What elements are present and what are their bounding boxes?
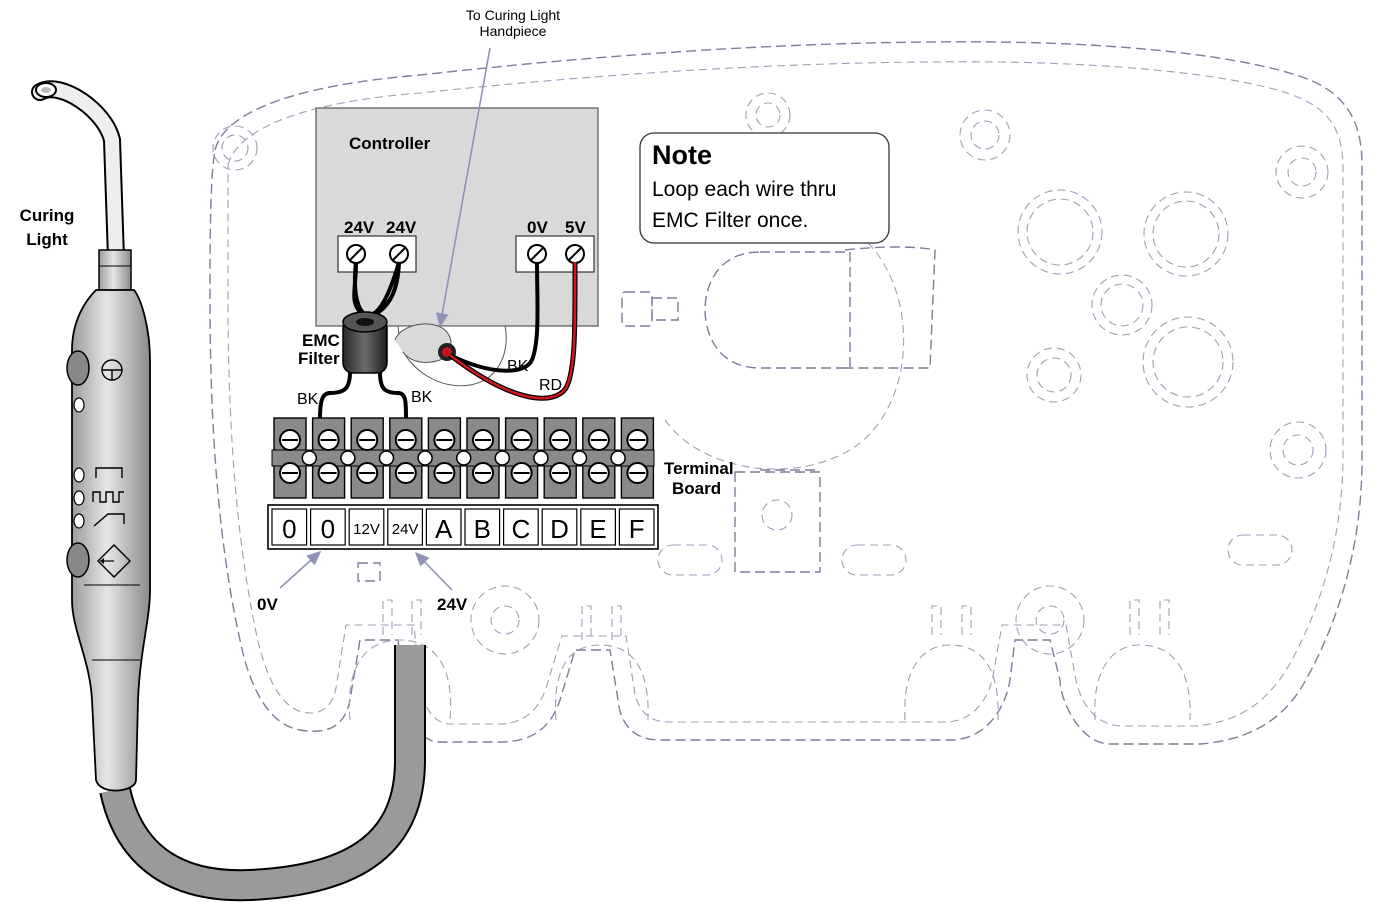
terminal-cell	[580, 508, 616, 546]
controller: Controller 24V 24V 0V 5V	[315, 107, 599, 327]
controller-terminal-0v-5v: 0V 5V	[515, 218, 595, 273]
svg-text:0V: 0V	[527, 218, 548, 237]
terminal-cell	[387, 508, 423, 546]
svg-text:24V: 24V	[386, 218, 417, 237]
twentyfour-v-label: 24V	[437, 595, 468, 614]
ramp-icon	[93, 513, 125, 527]
diamond-arrow-icon	[97, 544, 131, 578]
zero-v-label: 0V	[257, 595, 278, 614]
svg-text:Handpiece: Handpiece	[480, 23, 547, 39]
terminal-board-label: Terminal	[664, 459, 734, 478]
terminal-label: 24V	[392, 521, 419, 538]
to-handpiece-label: To Curing Light	[466, 7, 560, 23]
terminal-cell	[618, 508, 655, 546]
screw-icon	[346, 244, 366, 264]
handpiece-cable	[99, 645, 426, 902]
screw-icon	[565, 244, 585, 264]
emc-filter: EMC Filter BK BK	[297, 261, 433, 419]
curing-light-handpiece: Curing Light	[20, 80, 151, 792]
svg-text:Light: Light	[26, 230, 68, 249]
terminal-label: 0	[282, 514, 296, 544]
svg-text:Filter: Filter	[298, 349, 340, 368]
terminal-label: 0	[321, 514, 335, 544]
terminal-cell	[503, 508, 539, 546]
bk-left-label: BK	[297, 391, 319, 408]
terminal-cell	[425, 508, 462, 546]
terminal-label: B	[474, 514, 491, 544]
terminal-label: C	[512, 514, 531, 544]
svg-text:Board: Board	[672, 479, 721, 498]
terminal-cell	[464, 508, 501, 546]
terminal-label: E	[589, 514, 606, 544]
emc-filter-label: EMC	[302, 331, 340, 350]
terminal-cell	[271, 508, 308, 546]
terminal-label: 12V	[353, 521, 380, 538]
note-box: Note Loop each wire thru EMC Filter once…	[639, 132, 890, 244]
curing-light-label: Curing	[20, 206, 75, 225]
terminal-cell	[310, 508, 346, 546]
circle-plus-icon	[101, 359, 123, 381]
terminal-cell	[348, 508, 385, 546]
controller-wires: BK RD	[448, 261, 578, 401]
note-line-1: Loop each wire thru	[652, 178, 836, 201]
note-line-2: EMC Filter once.	[652, 209, 808, 232]
handpiece-pointer: To Curing Light Handpiece	[435, 7, 560, 328]
bk-right-label: BK	[411, 389, 433, 406]
svg-text:5V: 5V	[565, 218, 586, 237]
rd-label: RD	[539, 377, 562, 394]
screw-icon	[389, 244, 409, 264]
terminal-label: D	[550, 514, 569, 544]
terminal-cell	[541, 508, 578, 546]
svg-text:24V: 24V	[344, 218, 375, 237]
bracket-icon	[95, 467, 123, 478]
voltage-pointers: 0V 24V	[257, 550, 468, 614]
pulse-icon	[92, 491, 124, 503]
bk-controller-label: BK	[507, 358, 529, 375]
note-title: Note	[652, 140, 712, 170]
terminal-label: F	[629, 514, 645, 544]
terminal-label: A	[435, 514, 453, 544]
controller-label: Controller	[349, 134, 431, 153]
screw-icon	[527, 244, 547, 264]
